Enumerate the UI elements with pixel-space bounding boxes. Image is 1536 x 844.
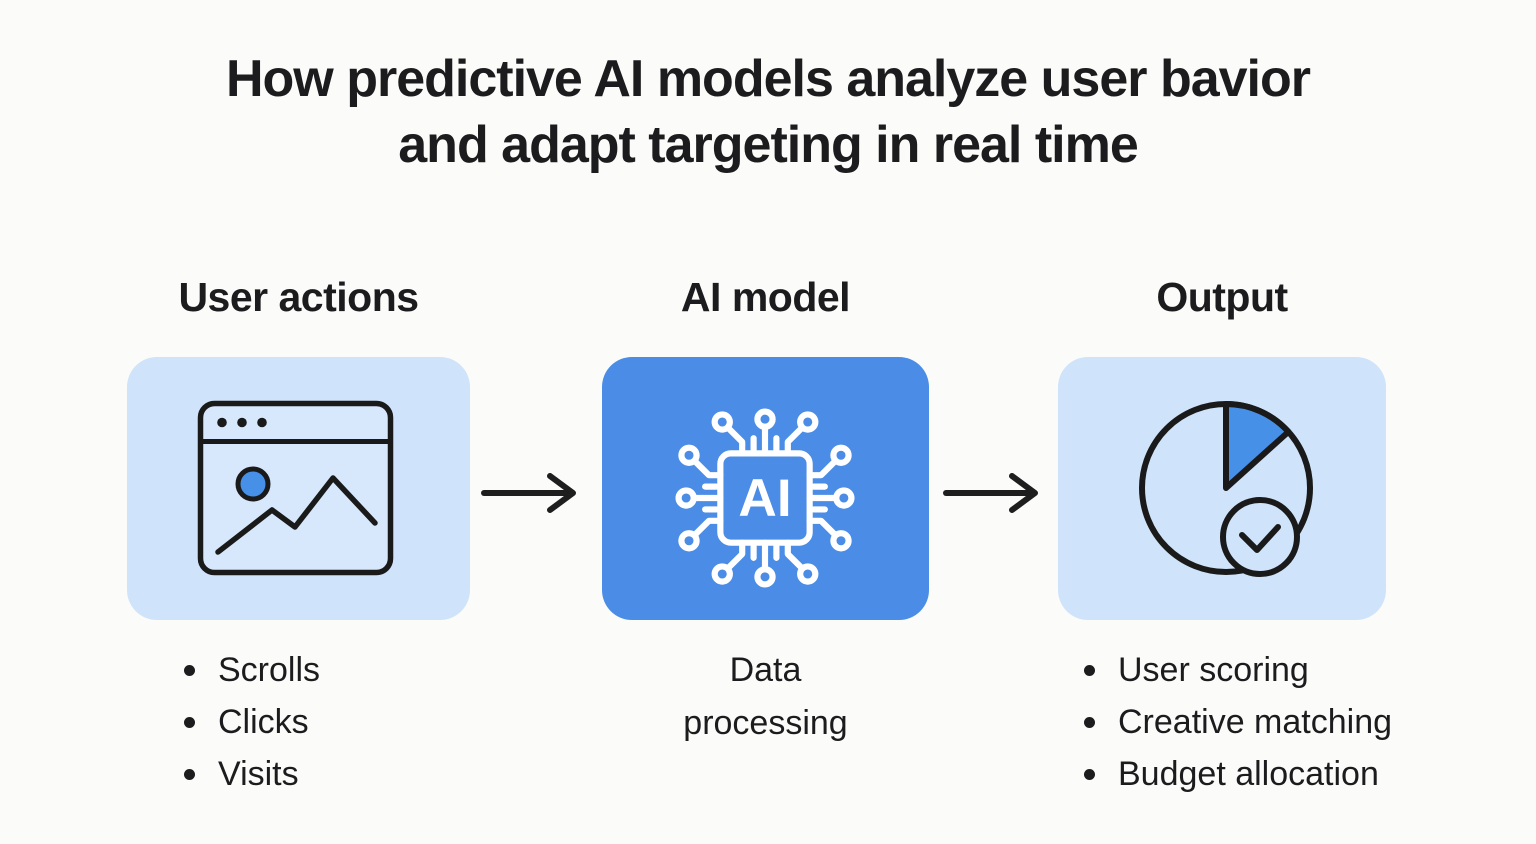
list-item: Clicks (184, 696, 320, 748)
output-list: User scoring Creative matching Budget al… (1084, 644, 1392, 800)
chip-ai-label: AI (738, 469, 791, 528)
list-item: Budget allocation (1084, 748, 1392, 800)
page-title-line-1: How predictive AI models analyze user ba… (225, 50, 1311, 108)
bullet-dot-icon (1084, 768, 1095, 780)
bullet-dot-icon (1084, 664, 1095, 676)
column-heading-ai-model: AI model (680, 274, 851, 320)
list-item-label: Creative matching (1118, 702, 1393, 741)
bullet-dot-icon (184, 716, 195, 728)
output-card (1058, 357, 1386, 620)
list-item: Scrolls (184, 644, 320, 696)
window-dot-icon (217, 417, 227, 428)
checkmark-icon (1239, 524, 1281, 553)
bullet-dot-icon (1084, 716, 1095, 728)
bullet-dot-icon (184, 768, 195, 780)
list-item-label: Budget allocation (1118, 754, 1379, 793)
window-dot-icon (257, 417, 267, 428)
pie-chart-check-icon (1139, 401, 1313, 577)
caption-line: Data (729, 651, 802, 689)
arrow-right-icon (943, 473, 1038, 513)
ai-model-caption: Data processing (602, 644, 929, 750)
page-title: How predictive AI models analyze user ba… (0, 46, 1536, 178)
list-item: Creative matching (1084, 696, 1392, 748)
column-heading-output: Output (1156, 274, 1288, 320)
browser-window-image-icon (197, 400, 394, 576)
list-item: User scoring (1084, 644, 1392, 696)
page-title-line-2: and adapt targeting in real time (398, 116, 1138, 174)
user-actions-list: Scrolls Clicks Visits (184, 644, 320, 800)
list-item-label: Visits (218, 754, 299, 793)
window-dot-icon (237, 417, 247, 428)
column-heading-user-actions: User actions (178, 274, 419, 320)
check-badge-icon (1220, 497, 1300, 577)
caption-line: processing (683, 704, 848, 742)
list-item-label: User scoring (1118, 650, 1309, 689)
image-sun-dot-icon (235, 466, 271, 502)
pie-wedge-icon (1223, 401, 1292, 491)
bullet-dot-icon (184, 664, 195, 676)
list-item: Visits (184, 748, 320, 800)
arrow-right-icon (481, 473, 576, 513)
image-mountains-icon (215, 475, 378, 555)
ai-chip-circuit-icon: AI (675, 408, 855, 588)
list-item-label: Scrolls (218, 650, 321, 689)
ai-model-card (602, 357, 929, 620)
list-item-label: Clicks (218, 702, 309, 741)
